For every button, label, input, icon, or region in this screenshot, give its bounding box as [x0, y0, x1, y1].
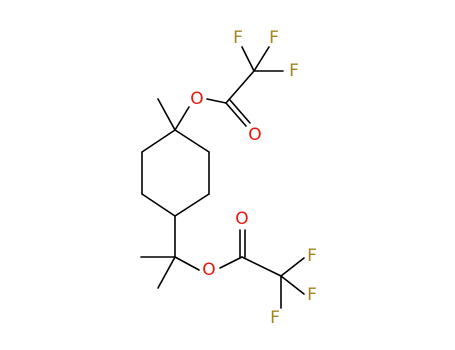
bond-cq-methyl-b — [157, 256, 176, 289]
bond-ring-1 — [141, 129, 176, 153]
atom-f2: F — [269, 28, 279, 48]
bond-cf3-f5 — [280, 275, 305, 295]
atom-f6: F — [270, 308, 280, 328]
bond-cf3-f4 — [280, 257, 305, 277]
atom-f3: F — [289, 61, 299, 81]
bond-ring-3 — [141, 193, 176, 217]
atom-o-carbonyl-bottom: O — [235, 209, 248, 229]
atom-o-ester-bottom: O — [202, 260, 215, 280]
bond-cf3-carbonyl — [225, 70, 255, 104]
bond-carbonyl-o-double-b — [229, 99, 251, 124]
bond-ester-o-carbonyl — [219, 256, 243, 269]
bond-ring-6 — [174, 129, 210, 153]
bond-ring-4 — [174, 193, 210, 217]
atom-o-carbonyl-top: O — [248, 125, 261, 145]
bonds — [140, 46, 305, 309]
atom-f5: F — [307, 285, 317, 305]
bond-carbonyl-ester-o — [206, 98, 227, 104]
bond-carbonyl-cf3 — [241, 256, 282, 277]
atom-f1: F — [233, 28, 243, 48]
atom-o-ester-top: O — [190, 89, 203, 109]
bond-cf3-f1 — [241, 46, 255, 72]
bond-carbonyl-o-double-a — [225, 102, 247, 127]
atom-f4: F — [307, 246, 317, 266]
bond-cq-ester-o — [174, 256, 200, 271]
atom-labels: F F F O O O O F F F — [190, 28, 317, 328]
bond-cf3-f2 — [253, 46, 270, 72]
bond-ester-o-c1 — [174, 106, 190, 131]
bond-c1-methyl — [157, 98, 176, 131]
